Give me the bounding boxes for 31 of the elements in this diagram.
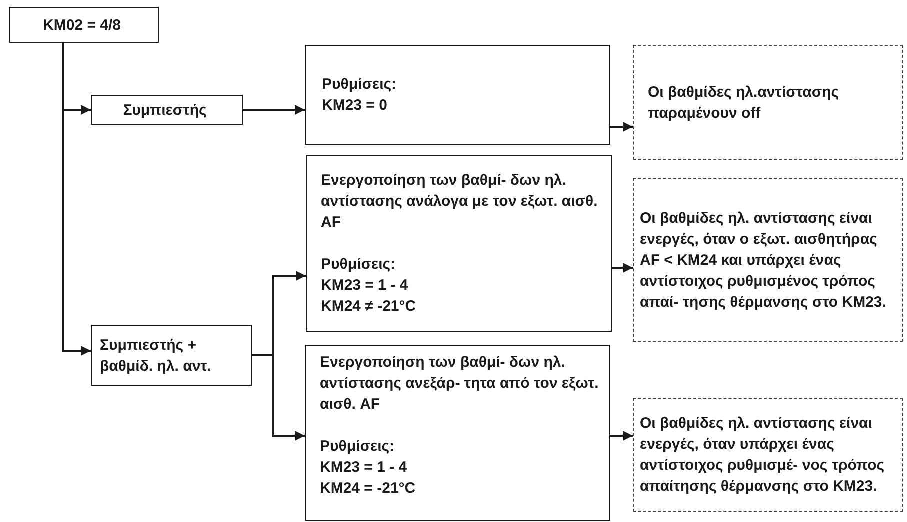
node-text: Ενεργοποίηση των βαθμί- δων ηλ. αντίστασης ανάλογα με τον εξωτ. αισθ. AF <box>321 171 599 233</box>
note-box <box>633 45 903 160</box>
process-box <box>91 325 252 386</box>
arrow <box>610 122 633 132</box>
node-text: KM02 = 4/8 <box>42 16 122 36</box>
node-text: Ρυθμίσεις: <box>320 437 396 457</box>
node-text: Ρυθμίσεις: <box>321 255 397 275</box>
node-text: Οι βαθμίδες ηλ. αντίστασης είναι ενεργές, όταν ο εξωτ. αισθητήρας AF < KM24 και υπάρχει ένας αντίστοιχος ρυθμισμένος τρόπος απαί- τησης θέρμανσης στο KM23. <box>640 208 888 312</box>
node-text: KM24 = -21°C <box>320 479 417 499</box>
note-box <box>633 398 903 512</box>
arrow <box>252 354 305 441</box>
node-text: KM24 ≠ -21°C <box>321 297 418 317</box>
arrow <box>243 105 305 115</box>
node-text: KM23 = 1 - 4 <box>321 276 410 296</box>
node-text: Ενεργοποίηση των βαθμί- δων ηλ. αντίστασης ανεξάρ- τητα από τον εξωτ. αισθ. AF <box>320 353 600 415</box>
node-text: Ρυθμίσεις: <box>322 75 398 95</box>
process-box <box>91 95 243 125</box>
arrow <box>62 43 91 356</box>
process-box <box>9 7 159 43</box>
process-box <box>305 45 610 145</box>
note-box <box>633 178 903 342</box>
process-box <box>306 155 612 332</box>
node-text: KM23 = 1 - 4 <box>320 458 408 478</box>
node-text: Οι βαθμίδες ηλ.αντίστασης παραμένουν off <box>648 82 840 124</box>
node-text: KM23 = 0 <box>322 96 388 116</box>
arrow <box>610 431 633 441</box>
arrow <box>612 263 633 273</box>
node-text: Οι βαθμίδες ηλ. αντίστασης είναι ενεργές, όταν υπάρχει ένας αντίστοιχος ρυθμισμέ- νος τρόπος απαίτησης θέρμανσης στο KM23. <box>640 414 886 497</box>
process-box <box>305 345 610 521</box>
node-text: Συμπιεστής <box>122 100 208 120</box>
node-text: Συμπιεστής + βαθμίδ. ηλ. αντ. <box>100 336 213 376</box>
